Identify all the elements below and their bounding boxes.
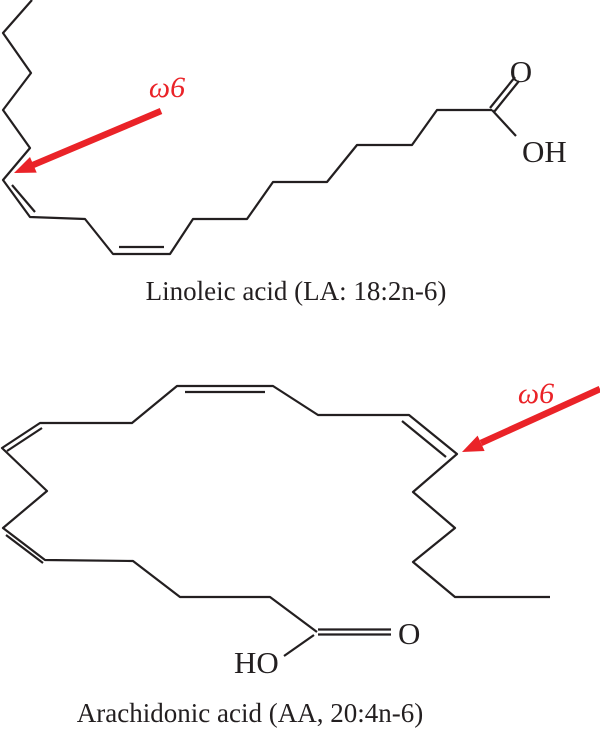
carbonyl-double-bond [489, 76, 520, 113]
carbonyl-oxygen-label: O [510, 54, 532, 89]
hydroxyl-label: OH [522, 134, 567, 169]
omega6-label: ω6 [518, 377, 554, 410]
linoleic-acid-structure: O OH ω6 Linoleic acid (LA: 18:2n-6) [1, 0, 567, 306]
hydroxyl-bond [491, 109, 517, 137]
omega6-annotation-bottom: ω6 [462, 377, 600, 452]
omega6-annotation-top: ω6 [14, 71, 185, 173]
carbon-skeleton [0, 384, 550, 633]
omega6-double-bond-inner-line [11, 184, 36, 213]
omega6-double-bond-inner-line [401, 420, 447, 458]
delta8-double-bond-inner-line [6, 427, 43, 452]
omega6-arrow-shaft [31, 108, 163, 168]
molecule-caption-linoleic: Linoleic acid (LA: 18:2n-6) [146, 276, 447, 306]
omega6-arrowhead [462, 435, 485, 452]
arachidonic-acid-structure: O HO ω6 Arachidonic acid (AA, 20:4n-6) [0, 377, 600, 728]
carbon-skeleton [1, 0, 492, 256]
hydroxyl-bond [283, 634, 315, 657]
omega6-arrow-shaft [479, 386, 600, 446]
molecule-caption-arachidonic: Arachidonic acid (AA, 20:4n-6) [77, 698, 423, 728]
delta5-double-bond-inner-line [5, 534, 44, 564]
omega6-label: ω6 [149, 71, 185, 104]
carbonyl-double-bond [318, 628, 391, 636]
carbonyl-oxygen-label: O [398, 616, 420, 651]
omega6-arrowhead [14, 157, 37, 173]
hydroxyl-label: HO [234, 645, 279, 680]
